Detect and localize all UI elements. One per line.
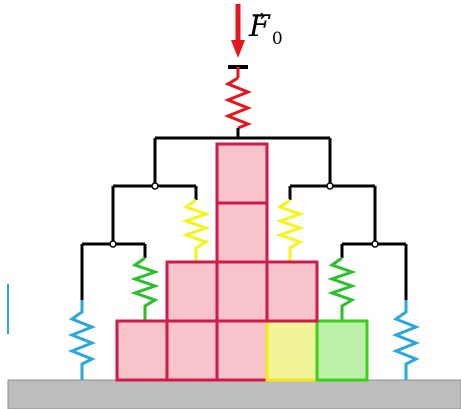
block-pink-t4-c2 (215, 142, 269, 205)
yellow-spring-left (181, 198, 211, 262)
block-pink-t3-c2 (215, 201, 269, 264)
blue-spring-right (391, 300, 421, 380)
yellow-spring-right (275, 198, 305, 262)
frame-left-mid-joint (151, 182, 159, 190)
force-symbol: F (249, 9, 270, 44)
block-yellow-t1-c3 (265, 319, 319, 382)
block-pink-t1-c1 (165, 319, 219, 382)
blue-spring-left (67, 300, 97, 380)
block-pink-t2-c1 (165, 260, 219, 323)
block-pink-t2-c2 (215, 260, 269, 323)
frame-right-mid-joint (326, 182, 334, 190)
frame-right-low-joint (371, 240, 379, 248)
block-green-t1-c4 (315, 319, 369, 382)
ground-surface (7, 379, 461, 409)
block-pink-t2-c3 (265, 260, 319, 323)
force-vector-mark: → (252, 6, 266, 25)
frame-left-low-joint (109, 240, 117, 248)
top-spring (223, 76, 253, 130)
block-pink-t1-c0 (115, 319, 169, 382)
block-stack (115, 142, 369, 382)
green-spring-left (130, 256, 160, 321)
green-spring-right (327, 256, 357, 321)
block-pink-t1-c2 (215, 319, 269, 382)
force-subscript: 0 (271, 29, 283, 49)
force-arrow-head (231, 40, 245, 58)
